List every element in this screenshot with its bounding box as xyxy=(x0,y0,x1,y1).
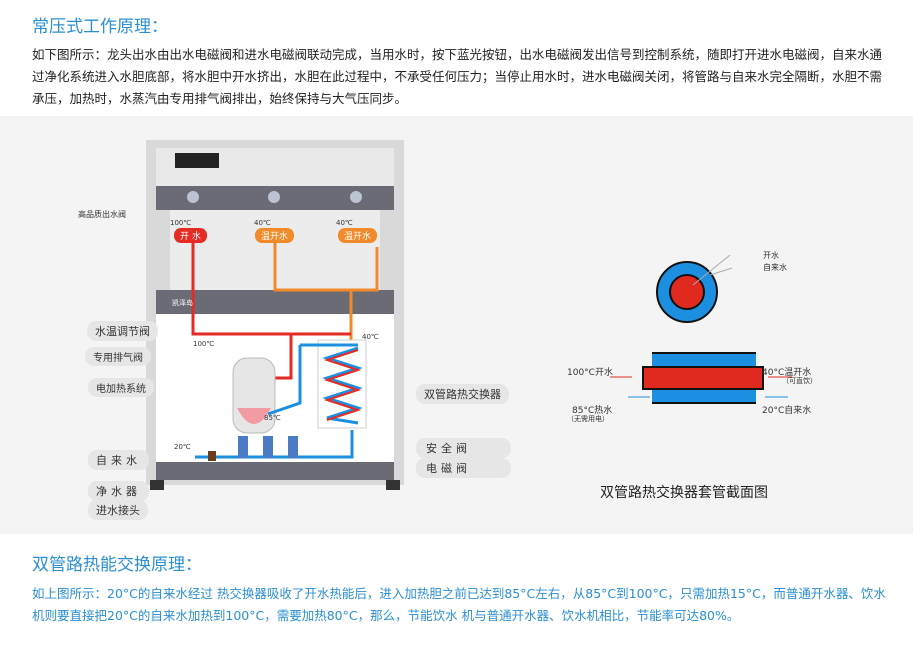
tap-label-warm-1: 温开水 xyxy=(255,228,295,243)
legend-tap-water: 自来水 xyxy=(763,263,787,272)
temp-preheated: 85℃ xyxy=(264,414,281,422)
label-inlet-joint: 进水接头 xyxy=(88,500,148,520)
right-out-label: 40°C温开水 xyxy=(762,368,812,378)
label-purifier: 净水器 xyxy=(88,481,149,501)
tap-label-boiling: 开 水 xyxy=(174,228,207,243)
water-dispenser-diagram xyxy=(146,140,404,490)
label-vent-valve: 专用排气阀 xyxy=(85,347,151,366)
brand-logo: 凯泽岛 xyxy=(172,299,193,307)
label-tap-water: 自来水 xyxy=(88,450,149,470)
label-temp-valve: 水温调节阀 xyxy=(87,321,158,341)
heat-exchange-text: 如上图所示：20°C的自来水经过 热交换器吸收了开水热能后，进入加热胆之前已达到… xyxy=(32,586,886,623)
legend-boiling: 开水 xyxy=(763,251,779,260)
tap-label-warm-2: 温开水 xyxy=(338,228,378,243)
left-out-label: 85°C热水 xyxy=(572,406,613,416)
right-in-label: 20°C自来水 xyxy=(762,406,812,416)
label-safety-valve: 安全阀 xyxy=(416,438,511,458)
section-title-heat-exchange: 双管路热能交换原理： xyxy=(32,555,202,575)
label-heat-exchanger: 双管路热交换器 xyxy=(416,384,509,404)
temp-hot: 100℃ xyxy=(193,340,215,348)
right-out-note: （可直饮） xyxy=(782,377,817,385)
temp-warm: 40℃ xyxy=(362,333,379,341)
left-in-label: 100°C开水 xyxy=(567,368,613,378)
temp-tap-1: 100℃ xyxy=(170,219,192,227)
temp-tap-3: 40℃ xyxy=(336,219,353,227)
cross-section-diagram xyxy=(610,254,792,404)
label-solenoid-valve: 电磁阀 xyxy=(416,458,511,478)
cross-section-caption: 双管路热交换器套管截面图 xyxy=(600,485,768,501)
section-title-principle: 常压式工作原理： xyxy=(32,17,168,37)
label-outlet-valve: 高品质出水阀 xyxy=(78,210,126,219)
left-out-note: （无需用电） xyxy=(567,415,609,423)
principle-text: 如下图所示：龙头出水由出水电磁阀和进水电磁阀联动完成，当用水时，按下蓝光按钮，出… xyxy=(32,47,883,106)
temp-inlet: 20℃ xyxy=(174,443,191,451)
temp-tap-2: 40℃ xyxy=(254,219,271,227)
label-heating: 电加热系统 xyxy=(88,378,154,397)
